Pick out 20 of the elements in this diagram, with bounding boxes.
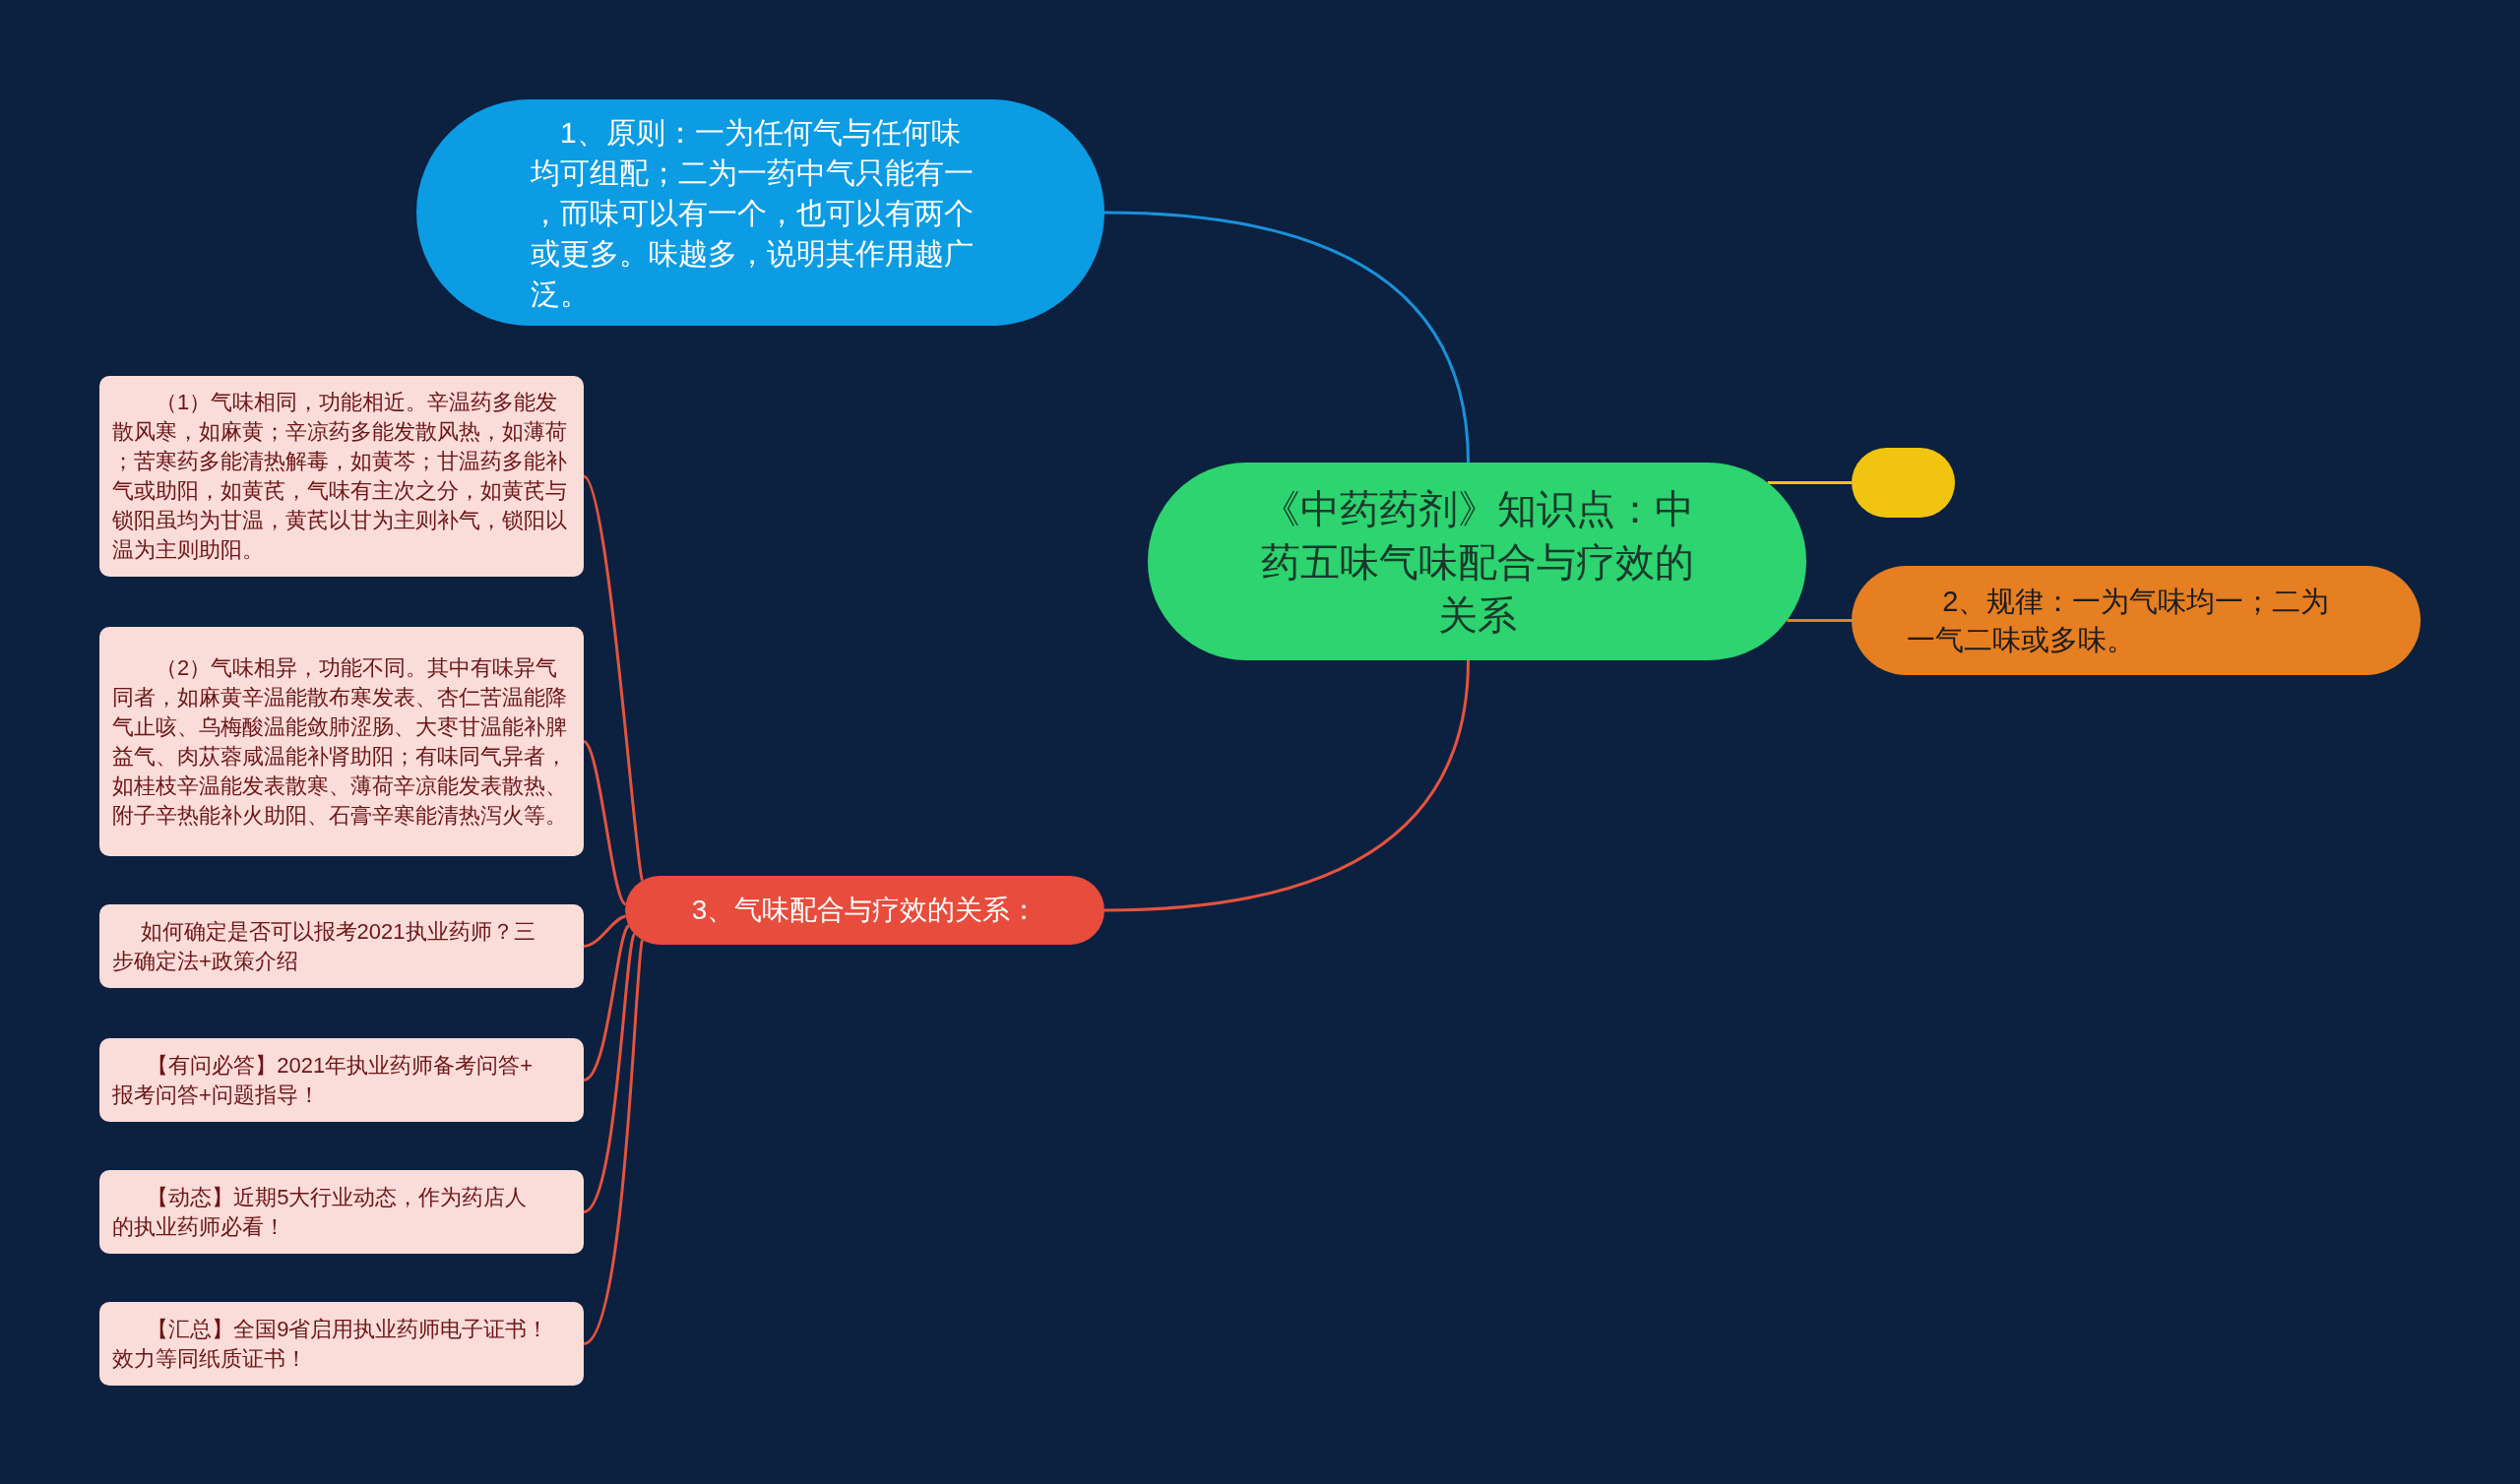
topic-box: 1、原则：一为任何气与任何味均可组配；二为一药中气只能有一，而味可以有一个，也可以有两个或更多。味越多，说明其作用越广泛。 [416, 99, 1104, 326]
connector-line [583, 940, 644, 1345]
note-box: 如何确定是否可以报考2021执业药师？三步确定法+政策介绍 [99, 904, 584, 988]
connector-line [583, 740, 627, 905]
connector-line [582, 475, 644, 881]
central-topic-box: 《中药药剂》知识点：中药五味气味配合与疗效的关系 [1148, 463, 1806, 660]
connector-line [583, 924, 630, 1082]
note-box: （1）气味相同，功能相近。辛温药多能发散风寒，如麻黄；辛凉药多能发散风热，如薄荷；苦寒药多能清热解毒，如黄芩；甘温药多能补气或助阳，如黄芪，气味有主次之分，如黄芪与锁阳虽均为甘温，黄芪以甘为主则补气，锁阳以温为主则助阳。 [99, 376, 584, 577]
connector-line [1103, 659, 1470, 912]
note-box: 【动态】近期5大行业动态，作为药店人的执业药师必看！ [99, 1170, 584, 1254]
connector-line [1787, 619, 1852, 622]
topic-box: 2、规律：一为气味均一；二为一气二味或多味。 [1852, 566, 2421, 675]
connector-line [1767, 481, 1852, 484]
connector-line [583, 933, 636, 1213]
connector-line [1103, 211, 1470, 464]
connector-line [583, 914, 626, 948]
topic-box: 3、气味配合与疗效的关系： [625, 876, 1104, 945]
note-box: 【有问必答】2021年执业药师备考问答+报考问答+问题指导！ [99, 1038, 584, 1122]
note-box: 【汇总】全国9省启用执业药师电子证书！效力等同纸质证书！ [99, 1302, 584, 1386]
note-box: （2）气味相异，功能不同。其中有味异气同者，如麻黄辛温能散布寒发表、杏仁苦温能降气止咳、乌梅酸温能敛肺涩肠、大枣甘温能补脾益气、肉苁蓉咸温能补肾助阳；有味同气异者，如桂枝辛温能发表散寒、薄荷辛凉能发表散热、附子辛热能补火助阳、石膏辛寒能清热泻火等。 [99, 627, 584, 856]
